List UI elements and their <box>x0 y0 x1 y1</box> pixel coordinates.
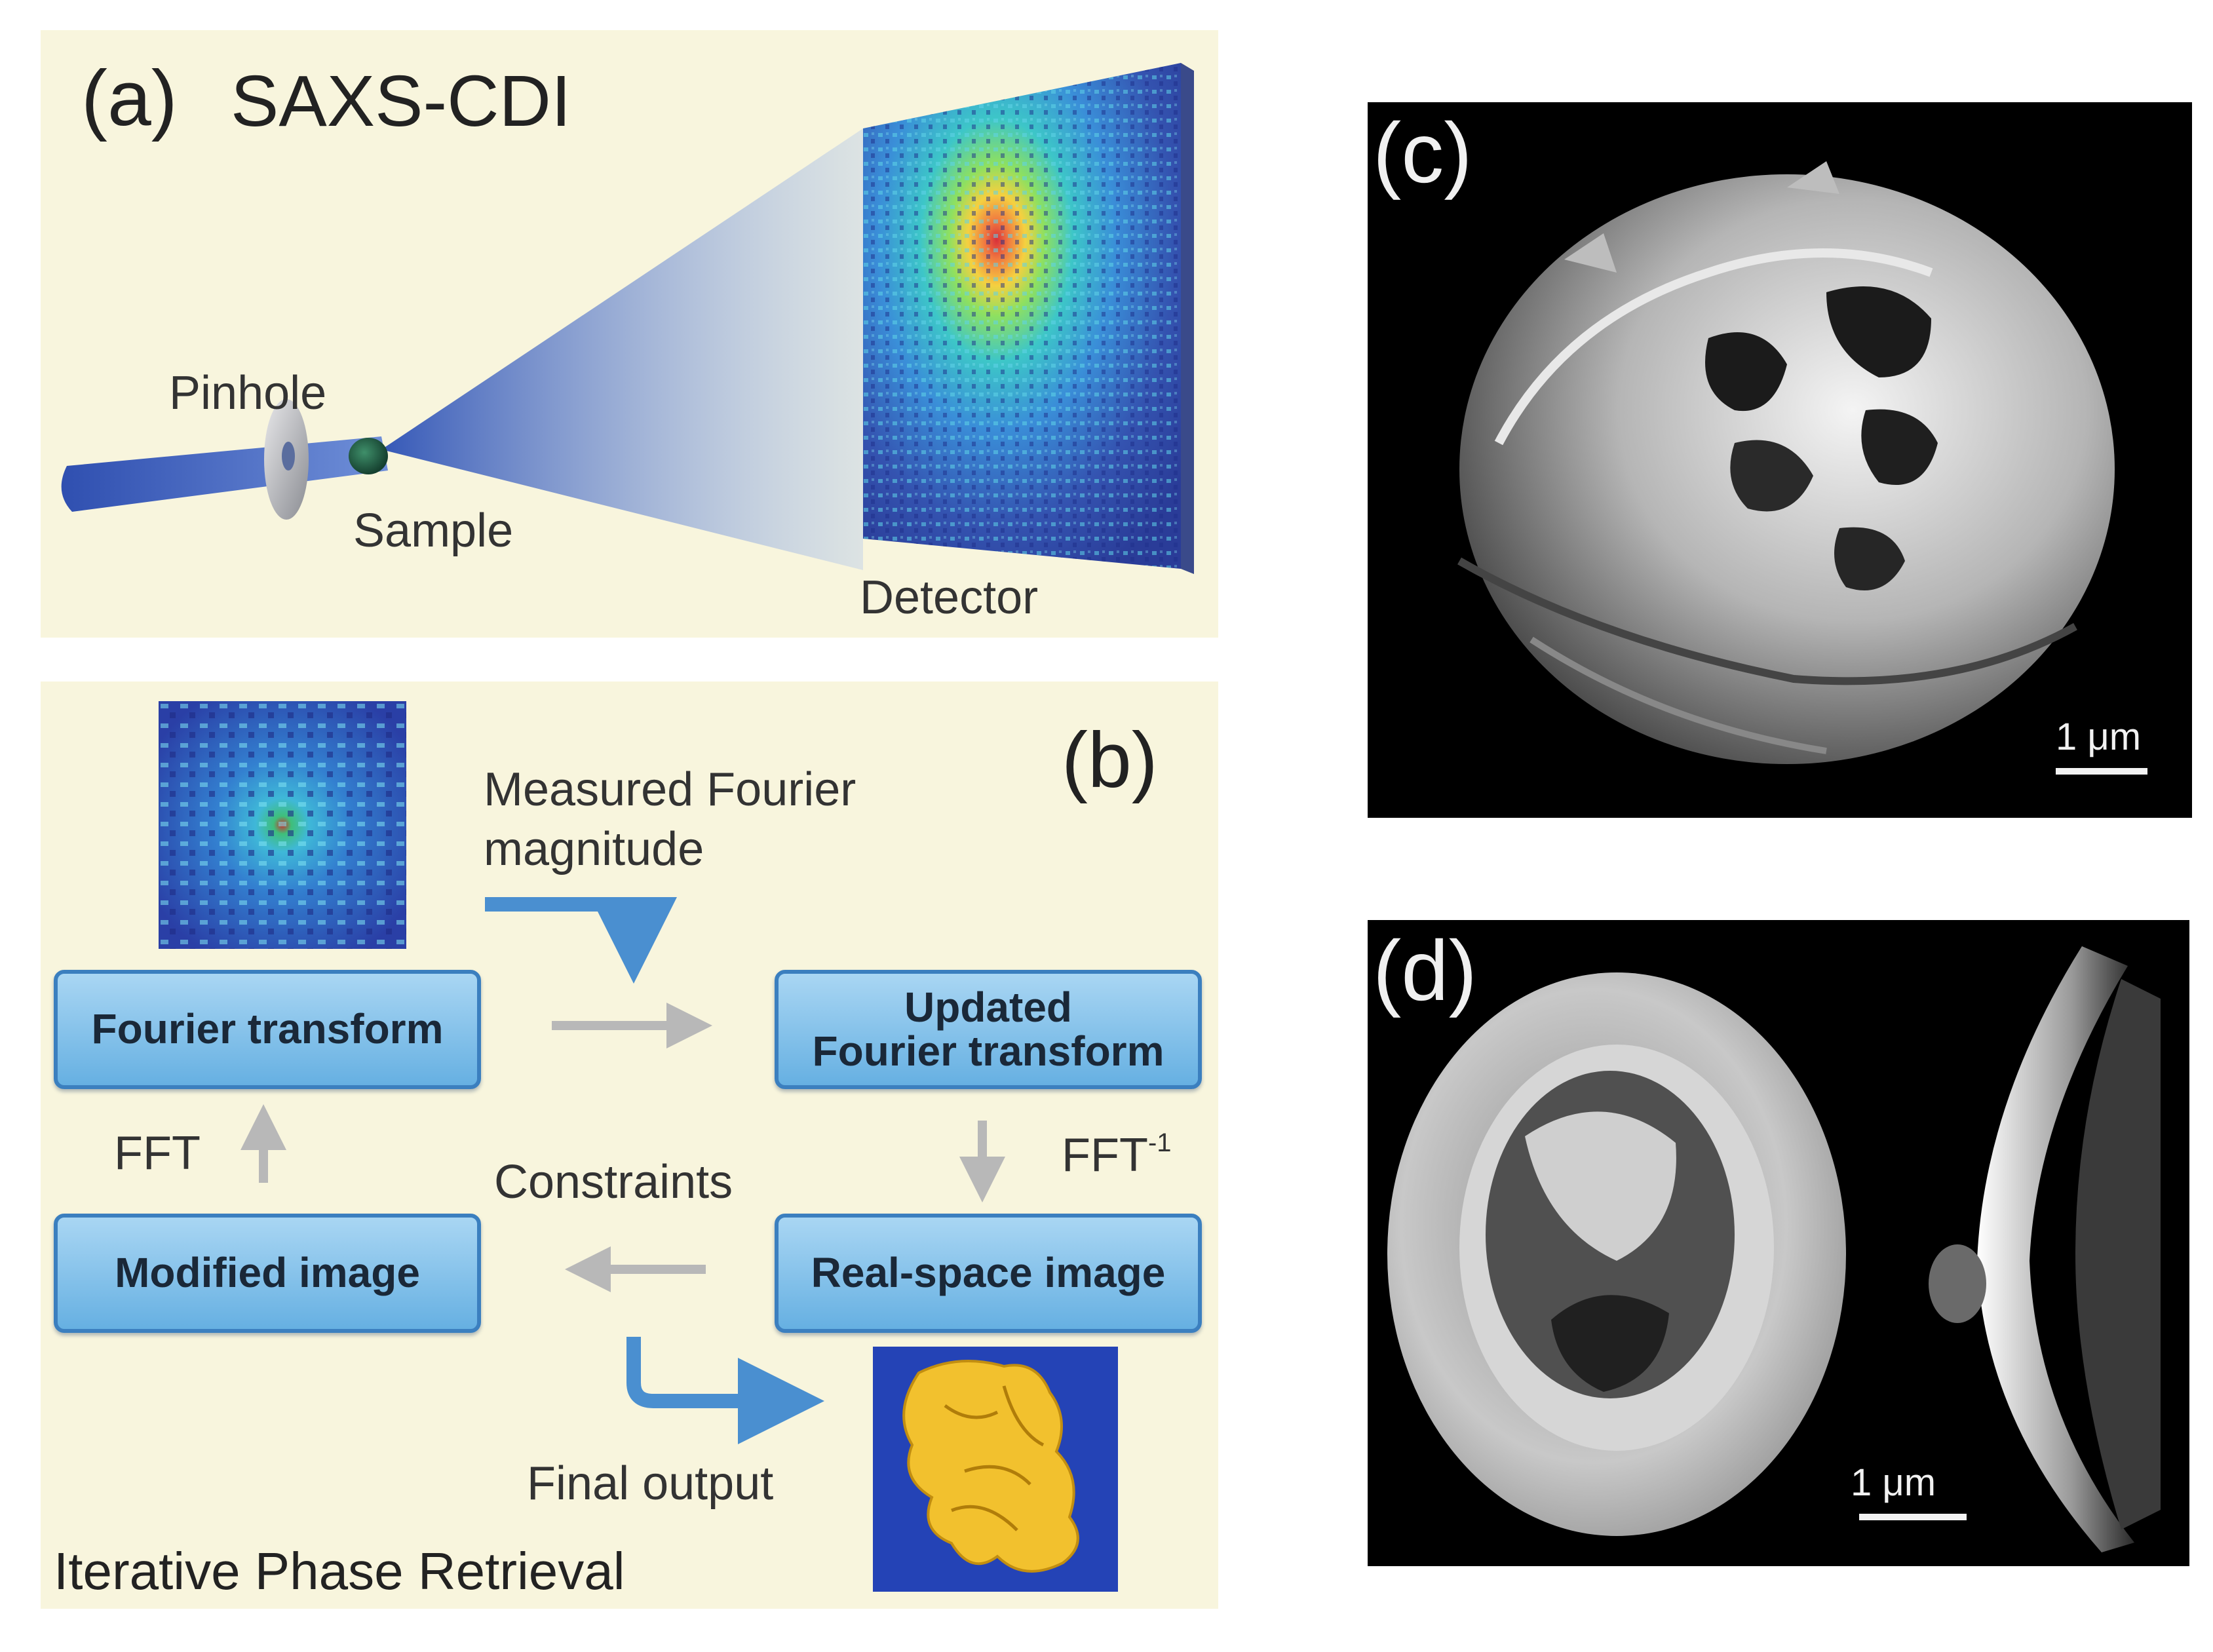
updated-text-line2: Fourier transform <box>812 1028 1164 1075</box>
panel-d-scale-bar <box>1859 1514 1967 1520</box>
measured-fourier-magnitude-label: Measured Fourier magnitude <box>484 763 856 876</box>
detector-screen <box>863 63 1194 574</box>
panel-b-label: (b) <box>1062 716 1158 804</box>
coccolith-plate-reconstruction <box>1387 946 2161 1552</box>
sample-particle <box>349 438 388 474</box>
panel-c-scale-bar <box>2056 768 2147 775</box>
measured-diffraction-image <box>159 701 406 949</box>
fourier-transform-text: Fourier transform <box>91 1005 444 1053</box>
panel-d-reconstruction: (d) 1 μm <box>1368 920 2189 1566</box>
real-space-image-box: Real-space image <box>775 1214 1202 1333</box>
saxs-cdi-setup-illustration <box>61 63 1194 574</box>
fft-label: FFT <box>114 1127 201 1180</box>
iterative-phase-retrieval-caption: Iterative Phase Retrieval <box>54 1542 625 1600</box>
panel-a-label: (a) <box>81 54 178 142</box>
xray-beam <box>61 436 388 512</box>
panel-c-scale-label: 1 μm <box>2056 716 2142 758</box>
panel-b-phase-retrieval: (b) Measured Fourier magnitude Fourier t… <box>41 682 1218 1609</box>
coccolith-sphere-reconstruction <box>1457 161 2115 764</box>
pinhole-label: Pinhole <box>169 367 327 419</box>
panel-c-reconstruction: (c) 1 μm <box>1368 102 2192 818</box>
modified-image-box: Modified image <box>54 1214 481 1333</box>
panel-a-title: SAXS-CDI <box>231 61 571 142</box>
detector-label: Detector <box>860 571 1039 624</box>
constraints-label: Constraints <box>494 1156 733 1208</box>
real-space-image-text: Real-space image <box>811 1249 1166 1297</box>
panel-c-label: (c) <box>1373 105 1472 201</box>
final-output-arrow <box>626 1337 824 1444</box>
updated-text-line1: Updated <box>904 983 1072 1031</box>
final-output-label: Final output <box>527 1457 774 1510</box>
flow-arrows <box>241 897 1005 1444</box>
measured-magnitude-arrow <box>485 897 677 984</box>
diffraction-cone <box>381 128 863 570</box>
sample-label: Sample <box>353 505 514 557</box>
panel-a-saxs-cdi: (a) SAXS-CDI Pinhole Sample Detector <box>41 30 1218 638</box>
final-output-image <box>873 1347 1118 1592</box>
updated-fourier-transform-box: Updated Fourier transform <box>775 970 1202 1089</box>
fourier-transform-box: Fourier transform <box>54 970 481 1089</box>
inverse-fft-label: FFT-1 <box>1062 1128 1172 1181</box>
modified-image-text: Modified image <box>115 1249 420 1297</box>
pinhole-aperture <box>264 399 309 520</box>
inverse-fft-superscript: -1 <box>1147 1128 1172 1157</box>
panel-d-label: (d) <box>1373 923 1477 1018</box>
panel-d-scale-label: 1 μm <box>1851 1461 1936 1504</box>
